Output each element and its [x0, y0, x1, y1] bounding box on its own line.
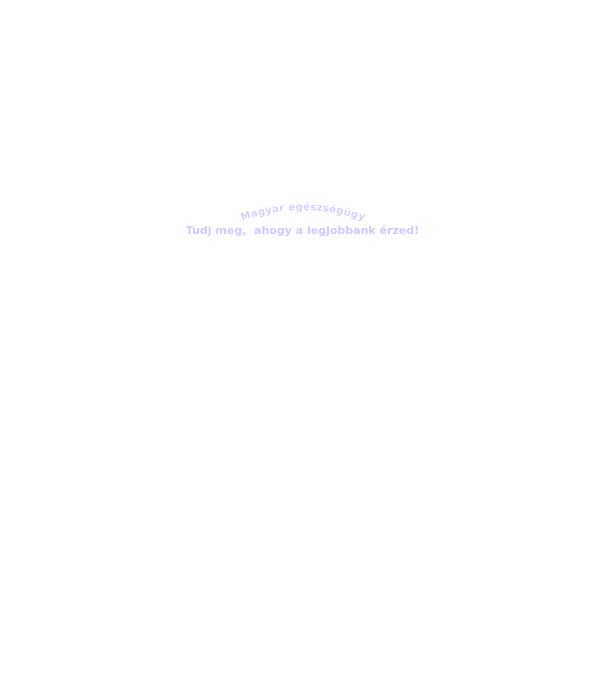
brand-logo-arc: Magyar egészségügy: [240, 201, 367, 224]
brand-text-path: Magyar egészségügy: [240, 201, 367, 224]
brand-text: Magyar egészségügy: [240, 201, 367, 224]
tagline-text: Tudj meg, ahogy a legjobbank érzed!: [185, 224, 420, 237]
splash-content: Magyar egészségügy Tudj meg, ahogy a leg…: [0, 196, 605, 244]
